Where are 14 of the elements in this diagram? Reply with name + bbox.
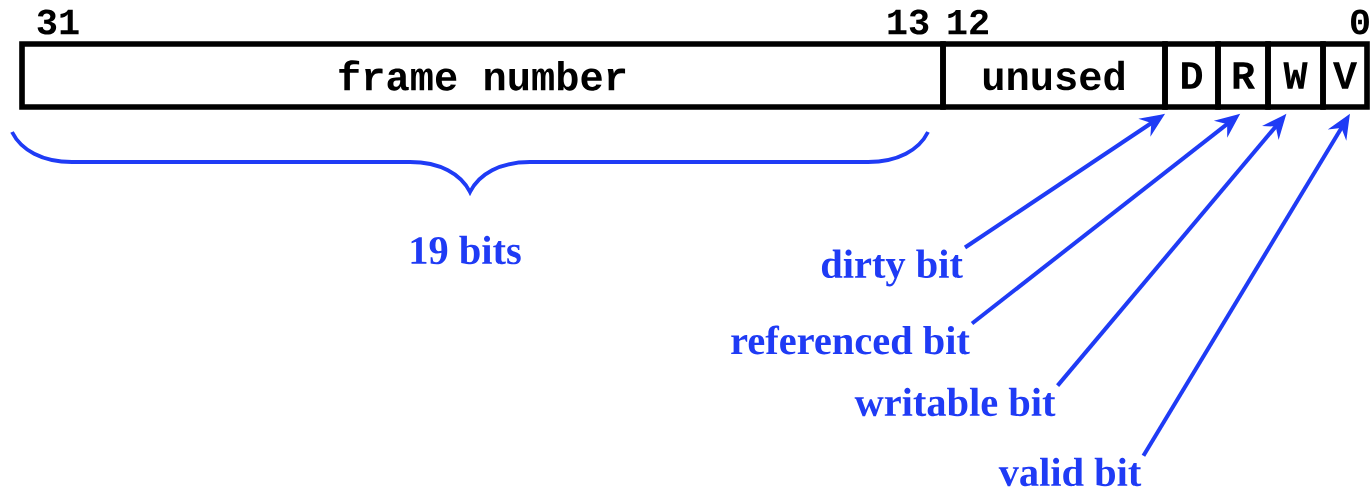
bit-number: 12 (948, 9, 988, 35)
bit-field-cell: W (1265, 41, 1326, 110)
bit-label: valid bit (998, 457, 1142, 487)
brace-label: 19 bits (411, 235, 521, 265)
bit-number: 13 (888, 9, 929, 35)
bit-field-cell: D (1162, 41, 1221, 110)
bit-label: writable bit (854, 387, 1056, 417)
bit-number: 0 (1351, 9, 1369, 35)
bit-field-cell: V (1320, 41, 1370, 110)
bit-field-cell: R (1215, 41, 1271, 110)
bit-label: referenced bit (731, 325, 970, 355)
bit-field-cell: unused (940, 41, 1168, 110)
bit-label: dirty bit (821, 249, 963, 287)
bit-field-cell: frame number (19, 41, 946, 110)
